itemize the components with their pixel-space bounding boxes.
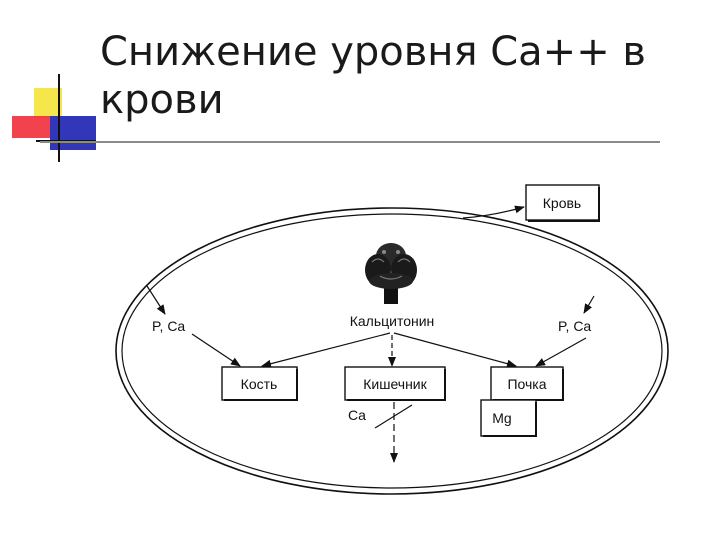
- thyroid-gland-icon: [365, 243, 417, 304]
- label-kidney: Почка: [507, 376, 546, 392]
- label-right-p-ca: P, Ca: [558, 318, 591, 334]
- label-intestine-ca: Ca: [348, 407, 366, 423]
- label-mg: Mg: [492, 410, 511, 426]
- label-left-p-ca: P, Ca: [152, 318, 185, 334]
- slide-title: Снижение уровня Ca++ в крови: [100, 28, 700, 124]
- body-ellipse-inner: [121, 213, 663, 489]
- decor-blue-square: [50, 116, 96, 150]
- label-intestine: Кишечник: [363, 376, 427, 392]
- arrow-right-to-kidney: [535, 337, 587, 367]
- arrow-calcitonin-to-kidney: [393, 332, 517, 368]
- body-ellipse-outer: [115, 207, 669, 495]
- decor-yellow-square: [34, 88, 62, 118]
- arrow-left-to-bone: [191, 333, 241, 367]
- arrow-calcitonin-to-bone: [261, 332, 391, 368]
- arrow-right-into: [583, 295, 595, 314]
- arrow-to-blood: [462, 205, 525, 219]
- decor-vertical-line: [58, 74, 60, 162]
- ca-block-slash: [374, 404, 413, 429]
- arrow-left-into: [146, 285, 166, 315]
- label-bone: Кость: [241, 376, 278, 392]
- label-calcitonin: Кальцитонин: [350, 313, 435, 329]
- decor-red-bar: [12, 116, 58, 138]
- slide-title-line1: Снижение уровня Ca++ в: [100, 29, 646, 75]
- label-blood: Кровь: [543, 195, 581, 211]
- slide-title-line2: крови: [100, 77, 224, 123]
- title-underline: [40, 141, 660, 143]
